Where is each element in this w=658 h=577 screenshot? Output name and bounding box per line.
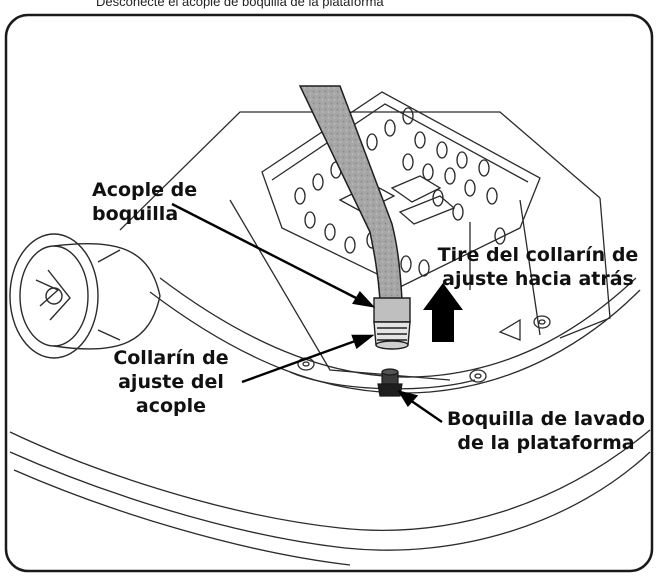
leader-lines — [171, 202, 443, 423]
mower-deck-drawing — [9, 111, 651, 566]
nozzle-coupler-drawing — [373, 297, 411, 350]
label-adjust-collar: Collarín de ajuste del acople — [113, 347, 229, 417]
figure-top-caption: Desconecte el acople de boquilla de la p… — [96, 0, 384, 9]
pull-arrow — [423, 283, 463, 342]
label-deck-wash-nozzle: Boquilla de lavado de la plataforma — [447, 408, 645, 454]
deck-wash-nozzle-drawing — [377, 368, 403, 397]
label-nozzle-coupler: Acople de boquilla — [92, 179, 198, 225]
wheel-drawing — [9, 233, 161, 359]
label-pull-collar: Tire del collarín de ajuste hacia atrás — [437, 244, 639, 290]
figure-frame — [4, 13, 654, 573]
perforated-plate — [261, 91, 541, 287]
